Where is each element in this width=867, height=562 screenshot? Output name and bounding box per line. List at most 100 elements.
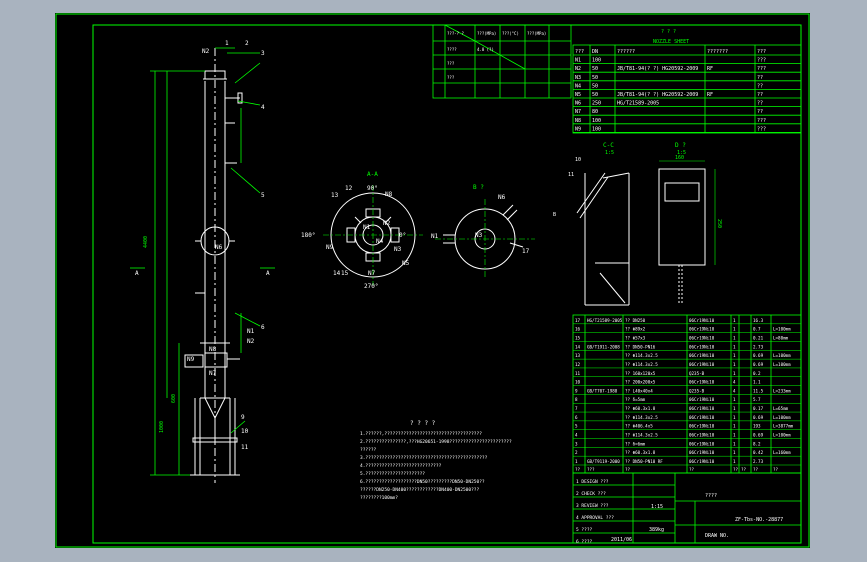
technical-notes: ? ? ? ? 1.??????,???????????????????????…	[360, 420, 512, 501]
parts-cell: 0.69	[753, 433, 764, 438]
nozzle-header-cell: ???	[757, 49, 766, 55]
inner-frame	[92, 24, 802, 544]
parts-cell: 12	[575, 362, 581, 367]
svg-text:10: 10	[575, 157, 581, 163]
parts-cell: 1	[733, 318, 736, 323]
nozzle-cell: ??	[757, 75, 763, 81]
parts-cell: ?? δ=5mm	[625, 397, 646, 402]
drawing-no-text: ZF-Tbs-NO.-28877	[735, 517, 783, 523]
nozzle-cell: N7	[575, 109, 581, 115]
revision-row: 1 DESIGN ???	[576, 479, 609, 485]
parts-cell: 0.69	[753, 362, 764, 367]
notes-line: 6.???????????????????DN50?????????DN50-D…	[360, 479, 485, 485]
parts-cell: 11	[575, 371, 581, 376]
parts-cell: 5.7	[753, 397, 761, 402]
parts-cell: L=3877mm	[773, 424, 794, 429]
parts-cell: ?? Φ60.3x1.8	[625, 406, 656, 411]
parts-cell: ?? 200x200x5	[625, 380, 656, 385]
parts-cell: 1	[733, 397, 736, 402]
svg-text:B: B	[553, 212, 556, 218]
design-header-cell: ???(MPa)	[527, 31, 546, 36]
svg-text:N2: N2	[202, 48, 210, 55]
parts-cell: 06Cr19Ni10	[689, 380, 715, 385]
svg-text:N6: N6	[215, 244, 223, 251]
svg-text:N8: N8	[209, 346, 217, 353]
parts-cell: ?? Φ406.4x5	[625, 424, 653, 429]
parts-cell: 1	[575, 459, 578, 464]
angle-0-label: 0°	[399, 232, 406, 239]
svg-text:1: 1	[225, 40, 229, 47]
svg-text:600: 600	[171, 394, 177, 403]
nozzle-cell: 100	[592, 126, 601, 132]
svg-text:250: 250	[716, 219, 722, 228]
svg-text:12: 12	[345, 185, 353, 192]
parts-cell: 06Cr19Ni10	[689, 335, 715, 340]
parts-cell: ?? DN50-PN16	[625, 344, 656, 349]
notes-line: 5.??????????????????????	[360, 471, 425, 477]
parts-cell: Q235-B	[689, 388, 705, 393]
nozzle-cell: N8	[575, 118, 581, 124]
design-cell: ???	[447, 61, 455, 66]
parts-cell: 1	[733, 335, 736, 340]
notes-line: 4.????????????????????????????	[360, 463, 442, 469]
parts-header-cell: ??	[689, 467, 695, 472]
parts-cell: 6	[575, 415, 578, 420]
design-cell: ???	[447, 75, 455, 80]
nozzle-cell: ???	[757, 126, 766, 132]
detail-d-view: D ? 1:5 160 250	[658, 142, 722, 305]
nozzle-cell: ???	[757, 58, 766, 64]
nozzle-cell: HG/T21589-2005	[617, 101, 659, 107]
nozzle-cell: ???	[757, 66, 766, 72]
design-header-cell: ???(MPa)	[477, 31, 496, 36]
svg-text:17: 17	[522, 248, 530, 255]
nozzle-cell: N6	[575, 101, 581, 107]
parts-cell: 2	[575, 450, 578, 455]
nozzle-cell: ??	[757, 83, 763, 89]
parts-cell: 1	[733, 353, 736, 358]
drawing-name-text: ????	[705, 493, 717, 499]
parts-cell: L=100mm	[773, 327, 791, 332]
parts-cell: ?? δ=6mm	[625, 441, 646, 446]
svg-text:13: 13	[331, 192, 339, 199]
parts-cell: 16	[575, 327, 581, 332]
nozzle-cell: JB/T81-94(? ?) HG20592-2009	[617, 92, 698, 98]
notes-line: ??????	[360, 447, 377, 453]
parts-cell: 1	[733, 424, 736, 429]
revision-row: 2 CHECK ???	[576, 491, 606, 497]
section-cc-title: C-C	[603, 142, 614, 149]
parts-cell: ?? Φ60.3x1.8	[625, 450, 656, 455]
parts-cell: L=100mm	[773, 353, 791, 358]
parts-cell: 06Cr19Ni10	[689, 318, 715, 323]
revision-row: 5 ????	[576, 527, 593, 533]
parts-cell: ?? Φ114.3x2.5	[625, 362, 658, 367]
nozzle-cell: N4	[575, 83, 581, 89]
parts-cell: ?? Φ114.3x2.5	[625, 415, 658, 420]
svg-text:160: 160	[675, 155, 684, 161]
svg-text:N8: N8	[385, 191, 393, 198]
parts-cell: 4	[733, 380, 736, 385]
parts-cell: 06Cr19Ni10	[689, 415, 715, 420]
nozzle-table-title: ? ? ?	[661, 29, 676, 35]
nozzle-cell: N3	[575, 75, 581, 81]
detail-d-scale: 1:5	[677, 150, 686, 156]
nozzle-cell: 50	[592, 83, 598, 89]
svg-text:N2: N2	[383, 220, 391, 227]
parts-cell: 8	[575, 397, 578, 402]
svg-text:5: 5	[261, 192, 265, 199]
svg-text:15: 15	[341, 270, 349, 277]
parts-cell: ?? DN250	[625, 318, 646, 323]
design-cell: 4.8 (?)	[477, 47, 494, 52]
parts-cell: ?? 160x120x5	[625, 371, 656, 376]
parts-header-cell: ??	[625, 467, 631, 472]
svg-text:A: A	[135, 270, 139, 277]
drawing-no-label: DRAW NO.	[705, 533, 729, 539]
svg-text:N2: N2	[247, 338, 255, 345]
nozzle-header-cell: ???	[575, 49, 584, 55]
parts-cell: L=80mm	[773, 335, 789, 340]
nozzle-cell: 80	[592, 109, 598, 115]
parts-cell: 17	[575, 318, 581, 323]
